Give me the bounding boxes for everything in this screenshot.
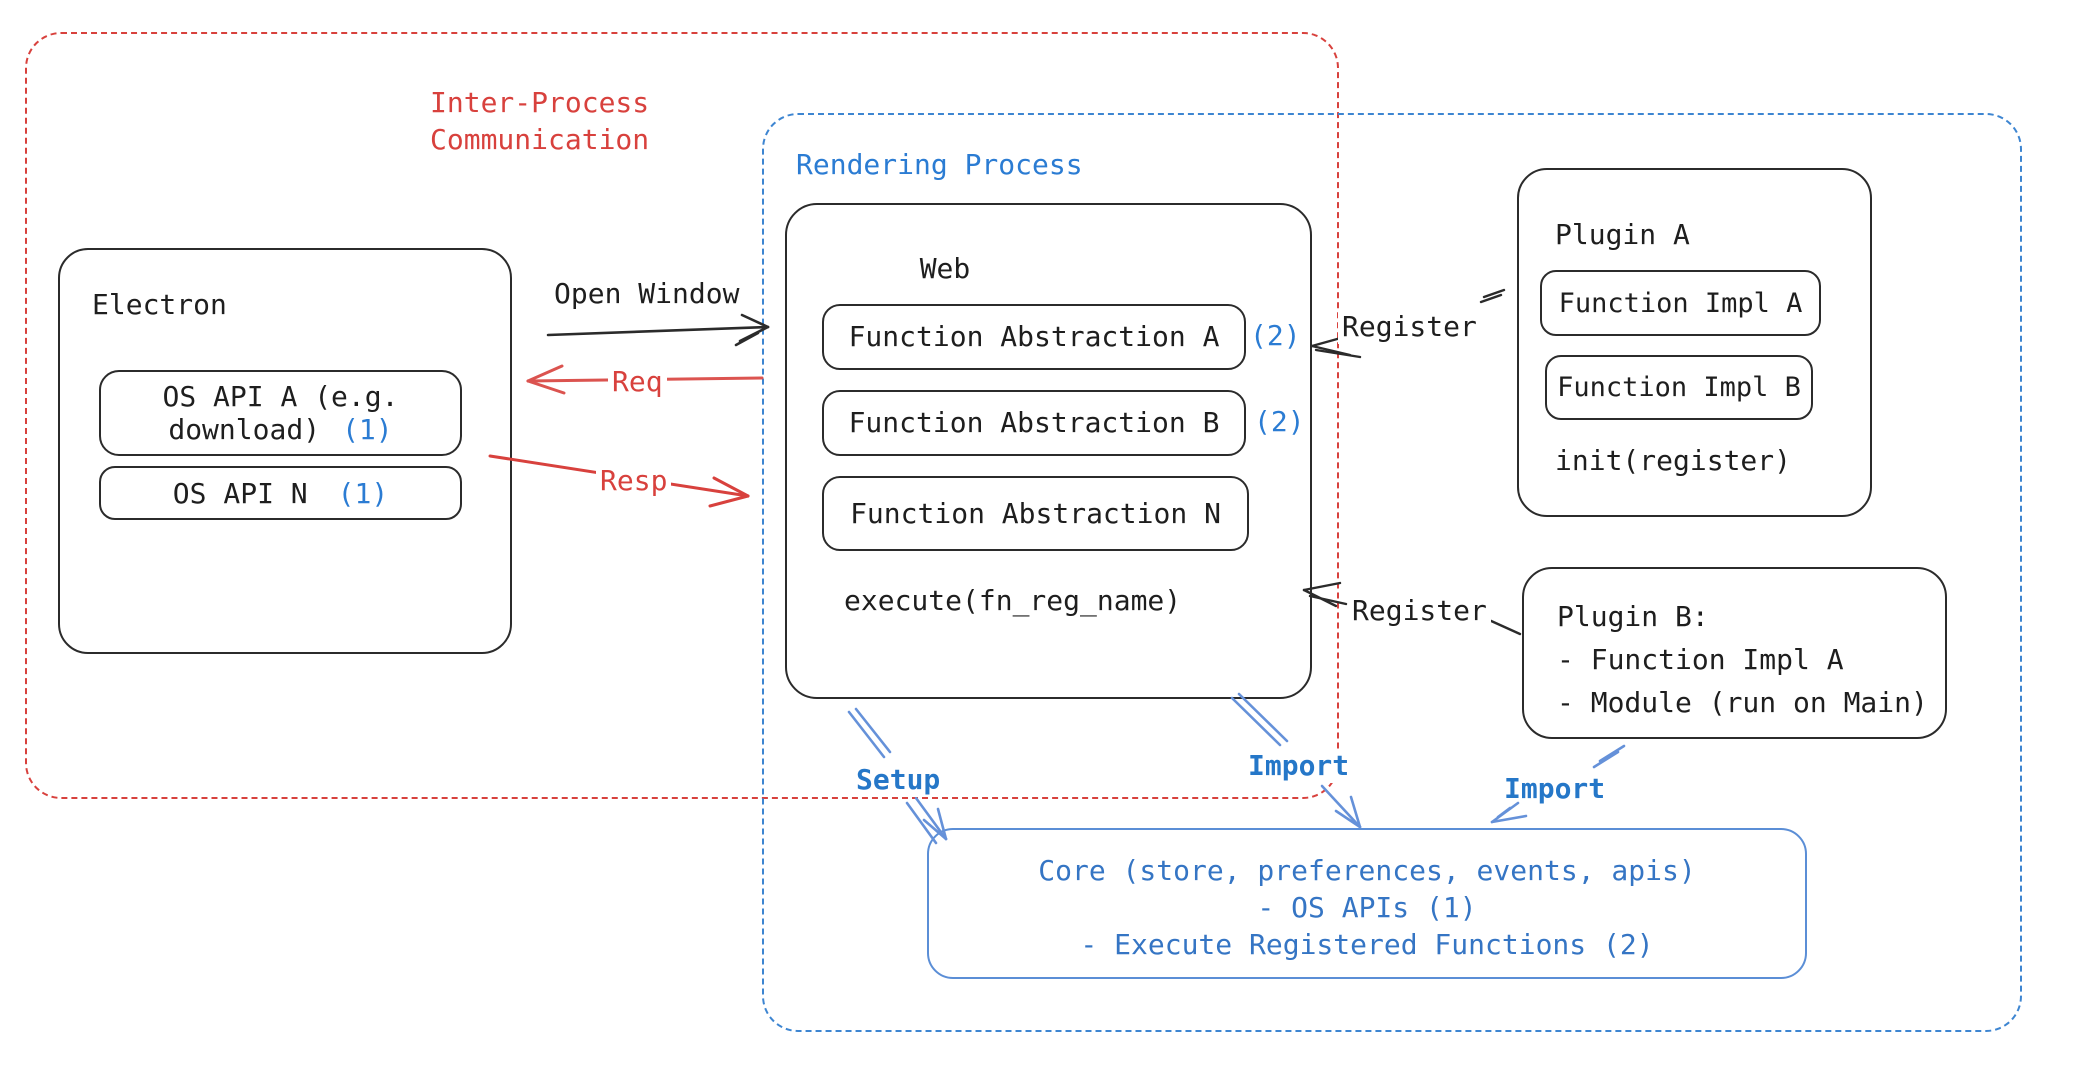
os-api-n-box: OS API N (1): [99, 466, 462, 520]
web-box: Web Function Abstraction A Function Abst…: [785, 203, 1312, 699]
core-line2: - OS APIs (1): [1257, 891, 1477, 924]
web-title: Web: [919, 252, 971, 285]
os-api-a-badge: (1): [342, 413, 393, 446]
import-plugin-label: Import: [1504, 772, 1606, 805]
function-impl-b-box: Function Impl B: [1545, 355, 1813, 420]
fa-b-badge: (2): [1254, 405, 1305, 438]
import-web-label: Import: [1244, 749, 1354, 783]
rendering-process-frame: [762, 113, 2022, 1032]
register-b-label: Register: [1348, 594, 1491, 628]
plugin-a-box: Plugin A Function Impl A Function Impl B…: [1517, 168, 1872, 517]
function-abstraction-n-box: Function Abstraction N: [822, 476, 1249, 551]
plugin-a-title: Plugin A: [1555, 218, 1690, 251]
plugin-b-item1: - Function Impl A: [1557, 643, 1844, 676]
os-api-n-label: OS API N: [172, 476, 308, 510]
os-api-a-line2: download)(1): [168, 413, 393, 446]
ipc-title-line2: Communication: [430, 123, 650, 156]
os-api-a-line1: OS API A (e.g.: [162, 380, 399, 413]
setup-label: Setup: [852, 763, 945, 797]
function-abstraction-b-label: Function Abstraction B: [848, 406, 1220, 439]
electron-box: Electron OS API A (e.g. download)(1) OS …: [58, 248, 512, 654]
function-abstraction-n-label: Function Abstraction N: [850, 496, 1221, 530]
function-abstraction-a-box: Function Abstraction A: [822, 304, 1246, 370]
open-window-label: Open Window: [554, 277, 740, 310]
ipc-title: Inter-Process Communication: [430, 84, 649, 158]
function-abstraction-b-box: Function Abstraction B: [822, 390, 1246, 456]
os-api-n-badge: (1): [337, 476, 389, 510]
os-api-a-box: OS API A (e.g. download)(1): [99, 370, 462, 456]
execute-label: execute(fn_reg_name): [844, 584, 1182, 617]
plugin-b-box: Plugin B: - Function Impl A - Module (ru…: [1522, 567, 1947, 739]
function-abstraction-a-label: Function Abstraction A: [848, 320, 1220, 353]
function-impl-a-label: Function Impl A: [1558, 287, 1803, 319]
req-label: Req: [608, 365, 667, 399]
register-a-label: Register: [1338, 310, 1481, 344]
function-impl-b-label: Function Impl B: [1557, 372, 1801, 403]
resp-label: Resp: [596, 464, 672, 498]
function-impl-a-box: Function Impl A: [1540, 270, 1821, 336]
electron-title: Electron: [92, 288, 227, 321]
rendering-process-title: Rendering Process: [796, 148, 1083, 181]
ipc-group-frame: [25, 32, 1339, 799]
plugin-a-init-label: init(register): [1555, 444, 1792, 477]
fa-a-badge: (2): [1250, 319, 1301, 352]
plugin-b-item2: - Module (run on Main): [1557, 686, 1928, 719]
ipc-title-line1: Inter-Process: [430, 86, 650, 119]
core-line1: Core (store, preferences, events, apis): [1038, 854, 1696, 887]
core-box: Core (store, preferences, events, apis) …: [927, 828, 1807, 979]
plugin-b-title: Plugin B:: [1557, 600, 1709, 633]
core-line3: - Execute Registered Functions (2): [1080, 928, 1654, 961]
